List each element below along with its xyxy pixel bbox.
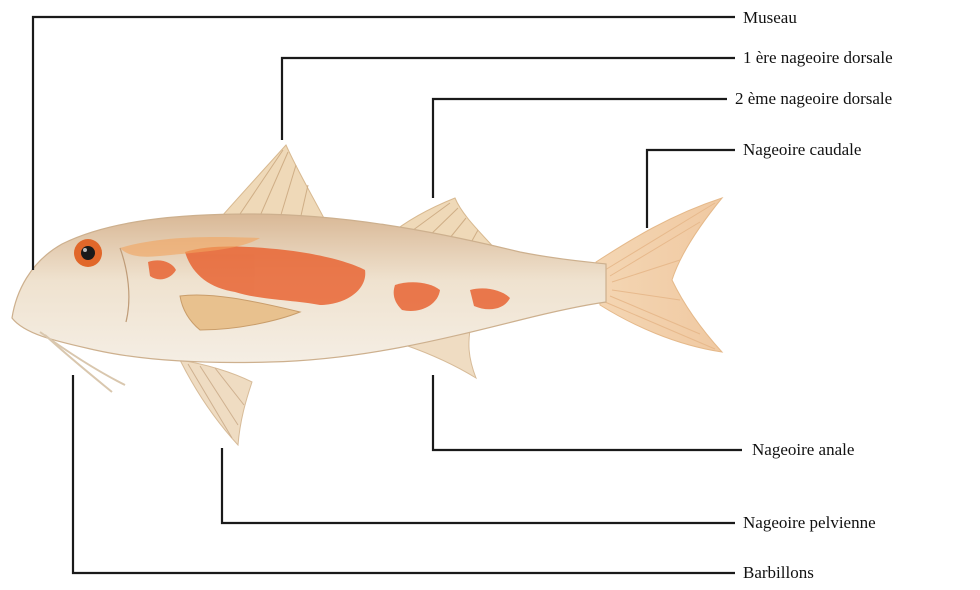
leader-line-anale bbox=[433, 375, 742, 450]
label-anal-fin: Nageoire anale bbox=[752, 440, 854, 460]
label-second-dorsal-fin: 2 ème nageoire dorsale bbox=[735, 89, 892, 109]
caudal-fin bbox=[596, 198, 722, 352]
label-pelvic-fin: Nageoire pelvienne bbox=[743, 513, 876, 533]
label-barbels: Barbillons bbox=[743, 563, 814, 583]
eye-pupil bbox=[81, 246, 95, 260]
label-first-dorsal-fin: 1 ère nageoire dorsale bbox=[743, 48, 893, 68]
eye-highlight bbox=[83, 248, 87, 252]
leader-line-dorsal2 bbox=[433, 99, 727, 198]
pelvic-fin bbox=[180, 360, 252, 445]
leader-line-pelvienne bbox=[222, 448, 735, 523]
leader-line-barbillons bbox=[73, 375, 735, 573]
label-caudal-fin: Nageoire caudale bbox=[743, 140, 861, 160]
label-museau: Museau bbox=[743, 8, 797, 28]
